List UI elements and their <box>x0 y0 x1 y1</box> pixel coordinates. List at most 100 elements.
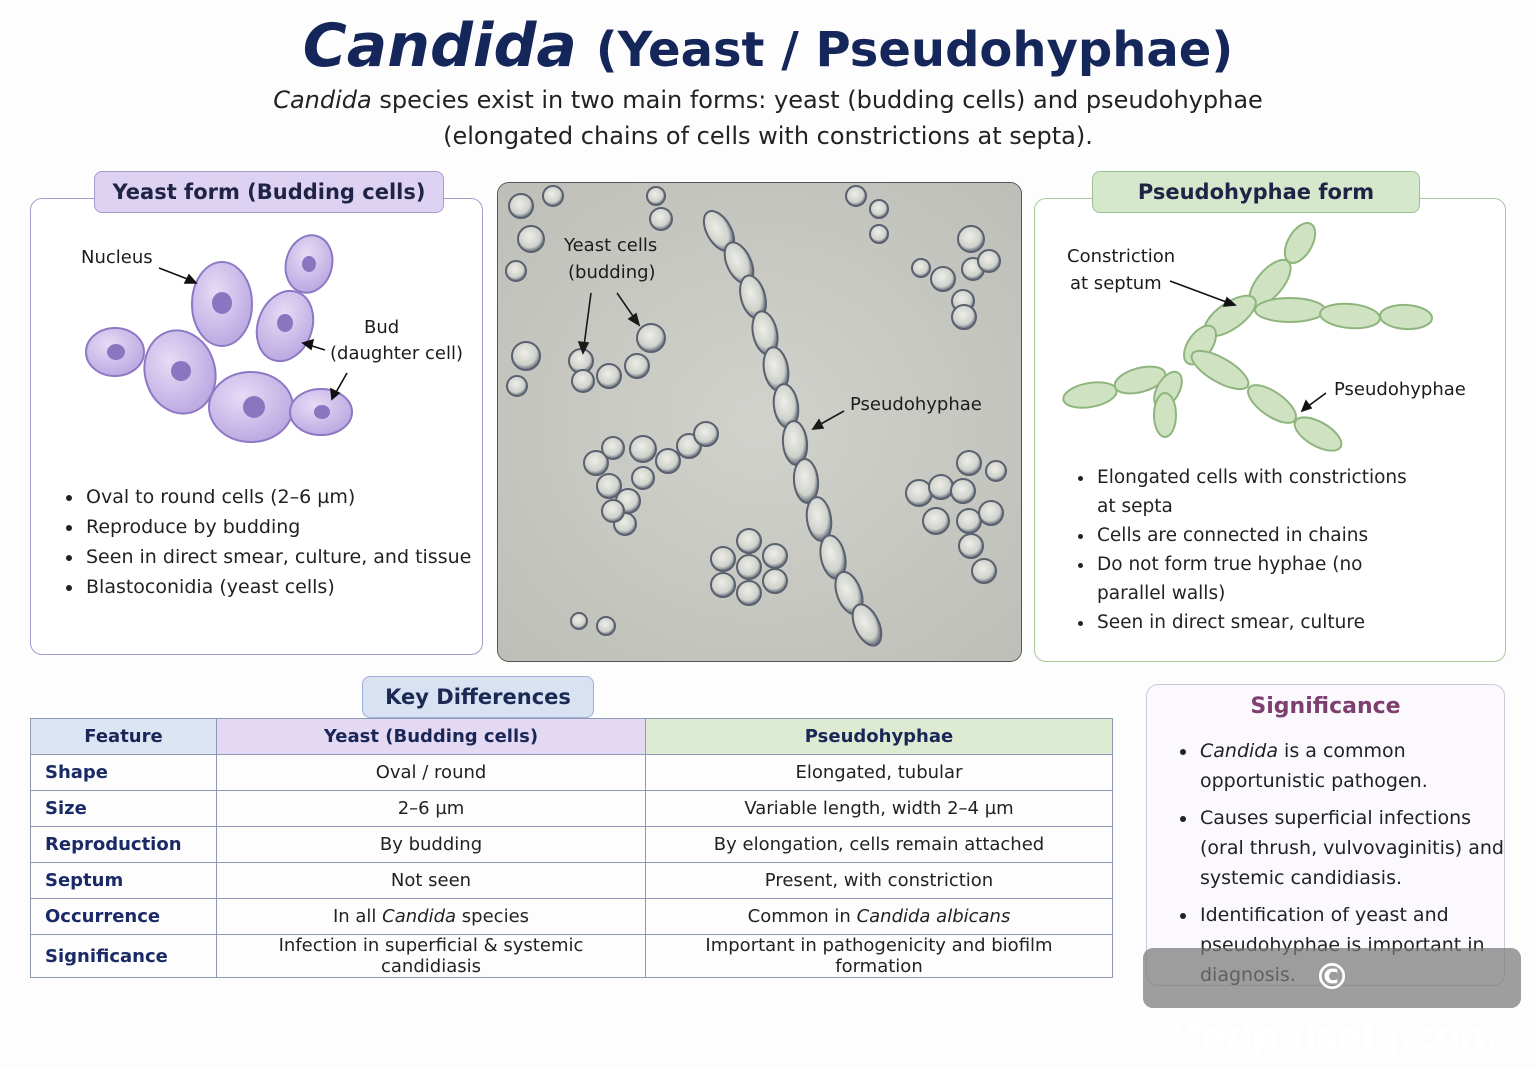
table-row: Septum Not seen Present, with constricti… <box>30 862 1113 899</box>
table-row: Reproduction By budding By elongation, c… <box>30 826 1113 863</box>
micro-yeast-cell <box>762 543 788 569</box>
label-daughter-cell: (daughter cell) <box>330 343 463 364</box>
row-yeast-value: Infection in superficial & systemic cand… <box>216 934 646 978</box>
pseudohypha-segment <box>1113 365 1167 395</box>
yeast-bullet: Blastoconidia (yeast cells) <box>84 572 494 602</box>
occ-yeast-italic: Candida <box>382 906 457 927</box>
title-rest: (Yeast / Pseudohyphae) <box>595 22 1234 78</box>
row-yeast-value: 2–6 µm <box>216 790 646 827</box>
pseudo-bullet: Cells are connected in chains <box>1095 521 1425 550</box>
yeast-bullet: Seen in direct smear, culture, and tissu… <box>84 542 494 572</box>
significance-bullet: Causes superficial infections (oral thru… <box>1198 803 1508 893</box>
micro-yeast-cell <box>956 508 982 534</box>
micro-yeast-cell <box>951 304 977 330</box>
row-feature: Septum <box>30 862 217 899</box>
micro-yeast-cell <box>928 474 954 500</box>
page-subtitle: Candida species exist in two main forms:… <box>168 82 1368 154</box>
micro-yeast-cell <box>762 568 788 594</box>
micro-yeast-cell <box>930 266 956 292</box>
micro-yeast-cell <box>971 558 997 584</box>
micro-pseudohypha-segment <box>792 458 820 504</box>
row-feature: Shape <box>30 754 217 791</box>
key-differences-tab: Key Differences <box>362 676 594 718</box>
row-yeast-value: Not seen <box>216 862 646 899</box>
row-pseudo-value: Elongated, tubular <box>645 754 1113 791</box>
micro-yeast-cell <box>905 479 933 507</box>
sig-italic: Candida <box>1200 740 1278 762</box>
label-nucleus: Nucleus <box>81 247 153 268</box>
micro-yeast-cell <box>542 185 564 207</box>
key-differences-table: Feature Yeast (Budding cells) Pseudohyph… <box>30 718 1113 978</box>
micro-yeast-cell <box>977 249 1001 273</box>
nucleus <box>212 292 232 314</box>
subtitle-italic: Candida <box>273 86 372 114</box>
subtitle-line2: (elongated chains of cells with constric… <box>443 122 1093 150</box>
pseudohypha-segment <box>1190 349 1250 391</box>
nucleus <box>243 396 265 418</box>
micro-yeast-cell <box>624 353 650 379</box>
micro-yeast-cell <box>736 554 762 580</box>
pseudohypha-segment <box>1293 416 1343 452</box>
row-feature: Reproduction <box>30 826 217 863</box>
label-at-septum: at septum <box>1070 273 1162 294</box>
micro-yeast-cell <box>571 369 595 393</box>
pseudohypha-segment <box>1247 384 1297 424</box>
micro-yeast-cell <box>978 500 1004 526</box>
micro-yeast-cell <box>649 207 673 231</box>
micro-yeast-cell <box>655 448 681 474</box>
micro-yeast-cell <box>693 421 719 447</box>
occ-yeast-post: species <box>461 906 530 927</box>
watermark: © Medpulselq.com <box>1143 948 1521 1058</box>
row-yeast-value: By budding <box>216 826 646 863</box>
row-pseudo-value: Important in pathogenicity and biofilm f… <box>645 934 1113 978</box>
page-title: Candida (Yeast / Pseudohyphae) <box>0 10 1536 86</box>
micro-yeast-cell <box>596 363 622 389</box>
subtitle-line1: species exist in two main forms: yeast (… <box>379 86 1263 114</box>
nucleus <box>302 256 316 272</box>
row-feature: Occurrence <box>30 898 217 935</box>
pseudohyphae-form-tab: Pseudohyphae form <box>1092 171 1420 213</box>
micro-yeast-cell <box>631 466 655 490</box>
micro-yeast-cell <box>646 186 666 206</box>
label-pseudohyphae-micro: Pseudohyphae <box>850 394 982 415</box>
label-constriction: Constriction <box>1067 246 1176 267</box>
header-pseudohyphae: Pseudohyphae <box>645 718 1113 755</box>
micro-yeast-cell <box>517 225 545 253</box>
micro-yeast-cell <box>601 436 625 460</box>
significance-panel <box>1146 684 1505 986</box>
row-pseudo-value: Present, with constriction <box>645 862 1113 899</box>
yeast-cells-illustration <box>85 234 353 443</box>
pseudo-bullet: Elongated cells with constrictions at se… <box>1095 463 1425 521</box>
pseudohyphae-bullets: Elongated cells with constrictions at se… <box>1073 463 1425 637</box>
micro-yeast-cell <box>956 450 982 476</box>
pseudo-bullet: Seen in direct smear, culture <box>1095 608 1425 637</box>
micro-yeast-cell <box>957 225 985 253</box>
pseudohypha-segment <box>1379 303 1433 331</box>
micro-yeast-cell <box>596 473 622 499</box>
significance-bullet: Candida is a common opportunistic pathog… <box>1198 736 1508 796</box>
micrograph-drawing <box>498 183 1021 661</box>
micro-yeast-cell <box>736 528 762 554</box>
row-feature: Size <box>30 790 217 827</box>
pseudohypha-segment <box>1062 381 1118 409</box>
micro-yeast-cell <box>958 533 984 559</box>
label-bud: Bud <box>364 317 400 338</box>
table-row: Significance Infection in superficial & … <box>30 934 1113 978</box>
micro-yeast-cell <box>506 375 528 397</box>
micro-yeast-cell <box>710 572 736 598</box>
micro-yeast-cell <box>950 478 976 504</box>
micro-yeast-cell <box>511 341 541 371</box>
pseudohypha-segment <box>1319 302 1381 330</box>
label-yeast-cells: Yeast cells <box>564 235 658 256</box>
title-italic: Candida <box>302 11 577 81</box>
micro-yeast-cell <box>869 224 889 244</box>
micro-yeast-cell <box>736 580 762 606</box>
significance-title: Significance <box>1250 694 1401 719</box>
table-row: Shape Oval / round Elongated, tubular <box>30 754 1113 791</box>
micro-yeast-cell <box>922 507 950 535</box>
micro-yeast-cell <box>911 258 931 278</box>
row-pseudo-value: By elongation, cells remain attached <box>645 826 1113 863</box>
table-row: Occurrence In all Candida species Common… <box>30 898 1113 935</box>
yeast-bullets: Oval to round cells (2–6 µm) Reproduce b… <box>62 482 494 602</box>
micro-pseudohypha-segment <box>851 603 883 647</box>
